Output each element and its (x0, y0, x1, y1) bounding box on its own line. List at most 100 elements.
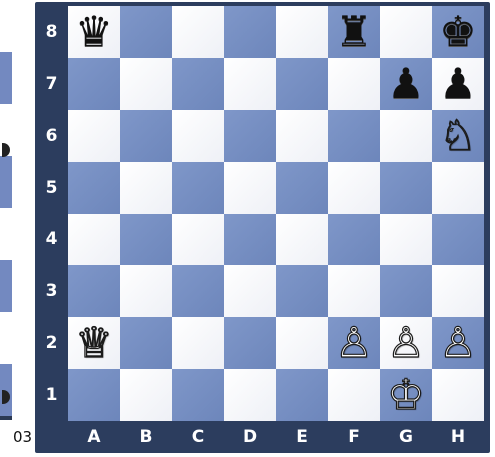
square-d1[interactable] (224, 369, 276, 421)
square-c6[interactable] (172, 110, 224, 162)
square-d6[interactable] (224, 110, 276, 162)
square-e1[interactable] (276, 369, 328, 421)
file-label: E (276, 421, 328, 453)
black-pawn-icon[interactable]: ♟ (387, 63, 425, 105)
rank-label: 3 (35, 265, 68, 317)
adjacent-diagram-edge (0, 0, 12, 420)
file-label: F (328, 421, 380, 453)
square-c7[interactable] (172, 58, 224, 110)
square-e3[interactable] (276, 265, 328, 317)
white-pawn-icon[interactable]: ♙ (387, 322, 425, 364)
square-g7[interactable]: ♟ (380, 58, 432, 110)
square-f7[interactable] (328, 58, 380, 110)
square-d8[interactable] (224, 6, 276, 58)
black-pawn-icon[interactable]: ♟ (439, 63, 477, 105)
square-a4[interactable] (68, 214, 120, 266)
square-b5[interactable] (120, 162, 172, 214)
square-g1[interactable]: ♔ (380, 369, 432, 421)
square-e6[interactable] (276, 110, 328, 162)
square-h1[interactable] (432, 369, 484, 421)
square-a3[interactable] (68, 265, 120, 317)
edge-stripe (0, 52, 12, 104)
square-a2[interactable]: ♕ (68, 317, 120, 369)
square-f1[interactable] (328, 369, 380, 421)
file-label: C (172, 421, 224, 453)
square-b4[interactable] (120, 214, 172, 266)
square-e8[interactable] (276, 6, 328, 58)
square-b3[interactable] (120, 265, 172, 317)
rank-label: 7 (35, 58, 68, 110)
square-a6[interactable] (68, 110, 120, 162)
rank-label: 8 (35, 6, 68, 58)
square-h8[interactable]: ♚ (432, 6, 484, 58)
square-g5[interactable] (380, 162, 432, 214)
square-g6[interactable] (380, 110, 432, 162)
square-a7[interactable] (68, 58, 120, 110)
white-pawn-icon[interactable]: ♙ (439, 322, 477, 364)
square-e5[interactable] (276, 162, 328, 214)
square-c2[interactable] (172, 317, 224, 369)
white-king-icon[interactable]: ♔ (387, 374, 425, 416)
square-b8[interactable] (120, 6, 172, 58)
square-h3[interactable] (432, 265, 484, 317)
square-b7[interactable] (120, 58, 172, 110)
file-label: G (380, 421, 432, 453)
square-d4[interactable] (224, 214, 276, 266)
square-d5[interactable] (224, 162, 276, 214)
file-label: A (68, 421, 120, 453)
rank-label: 4 (35, 214, 68, 266)
square-e7[interactable] (276, 58, 328, 110)
file-label: H (432, 421, 484, 453)
square-c3[interactable] (172, 265, 224, 317)
square-e4[interactable] (276, 214, 328, 266)
square-e2[interactable] (276, 317, 328, 369)
square-g2[interactable]: ♙ (380, 317, 432, 369)
square-f5[interactable] (328, 162, 380, 214)
square-d3[interactable] (224, 265, 276, 317)
chessboard: ♛ ♜ ♚ ♟ ♟ ♘ ♕ ♙ ♙ ♙ ♔ (68, 6, 484, 421)
diagram-number: 03 (13, 428, 32, 446)
white-knight-icon[interactable]: ♘ (439, 115, 477, 157)
rank-label: 2 (35, 317, 68, 369)
square-f8[interactable]: ♜ (328, 6, 380, 58)
square-c5[interactable] (172, 162, 224, 214)
square-c4[interactable] (172, 214, 224, 266)
rank-label: 6 (35, 110, 68, 162)
file-label: B (120, 421, 172, 453)
square-g3[interactable] (380, 265, 432, 317)
rank-label: 5 (35, 162, 68, 214)
square-c8[interactable] (172, 6, 224, 58)
black-queen-icon[interactable]: ♛ (75, 11, 113, 53)
square-h6[interactable]: ♘ (432, 110, 484, 162)
file-label: D (224, 421, 276, 453)
square-f2[interactable]: ♙ (328, 317, 380, 369)
square-f3[interactable] (328, 265, 380, 317)
white-queen-icon[interactable]: ♕ (75, 322, 113, 364)
square-h5[interactable] (432, 162, 484, 214)
square-g4[interactable] (380, 214, 432, 266)
square-b2[interactable] (120, 317, 172, 369)
black-king-icon[interactable]: ♚ (439, 11, 477, 53)
edge-stripe (0, 208, 12, 260)
square-f4[interactable] (328, 214, 380, 266)
square-b6[interactable] (120, 110, 172, 162)
square-h7[interactable]: ♟ (432, 58, 484, 110)
square-b1[interactable] (120, 369, 172, 421)
square-d2[interactable] (224, 317, 276, 369)
edge-stripe (0, 260, 12, 312)
edge-stripe (0, 0, 12, 52)
square-c1[interactable] (172, 369, 224, 421)
square-h4[interactable] (432, 214, 484, 266)
rank-label: 1 (35, 369, 68, 421)
white-pawn-icon[interactable]: ♙ (335, 322, 373, 364)
square-g8[interactable] (380, 6, 432, 58)
square-d7[interactable] (224, 58, 276, 110)
black-rook-icon[interactable]: ♜ (335, 11, 373, 53)
square-h2[interactable]: ♙ (432, 317, 484, 369)
square-a1[interactable] (68, 369, 120, 421)
square-f6[interactable] (328, 110, 380, 162)
square-a5[interactable] (68, 162, 120, 214)
edge-stripe (0, 312, 12, 364)
square-a8[interactable]: ♛ (68, 6, 120, 58)
